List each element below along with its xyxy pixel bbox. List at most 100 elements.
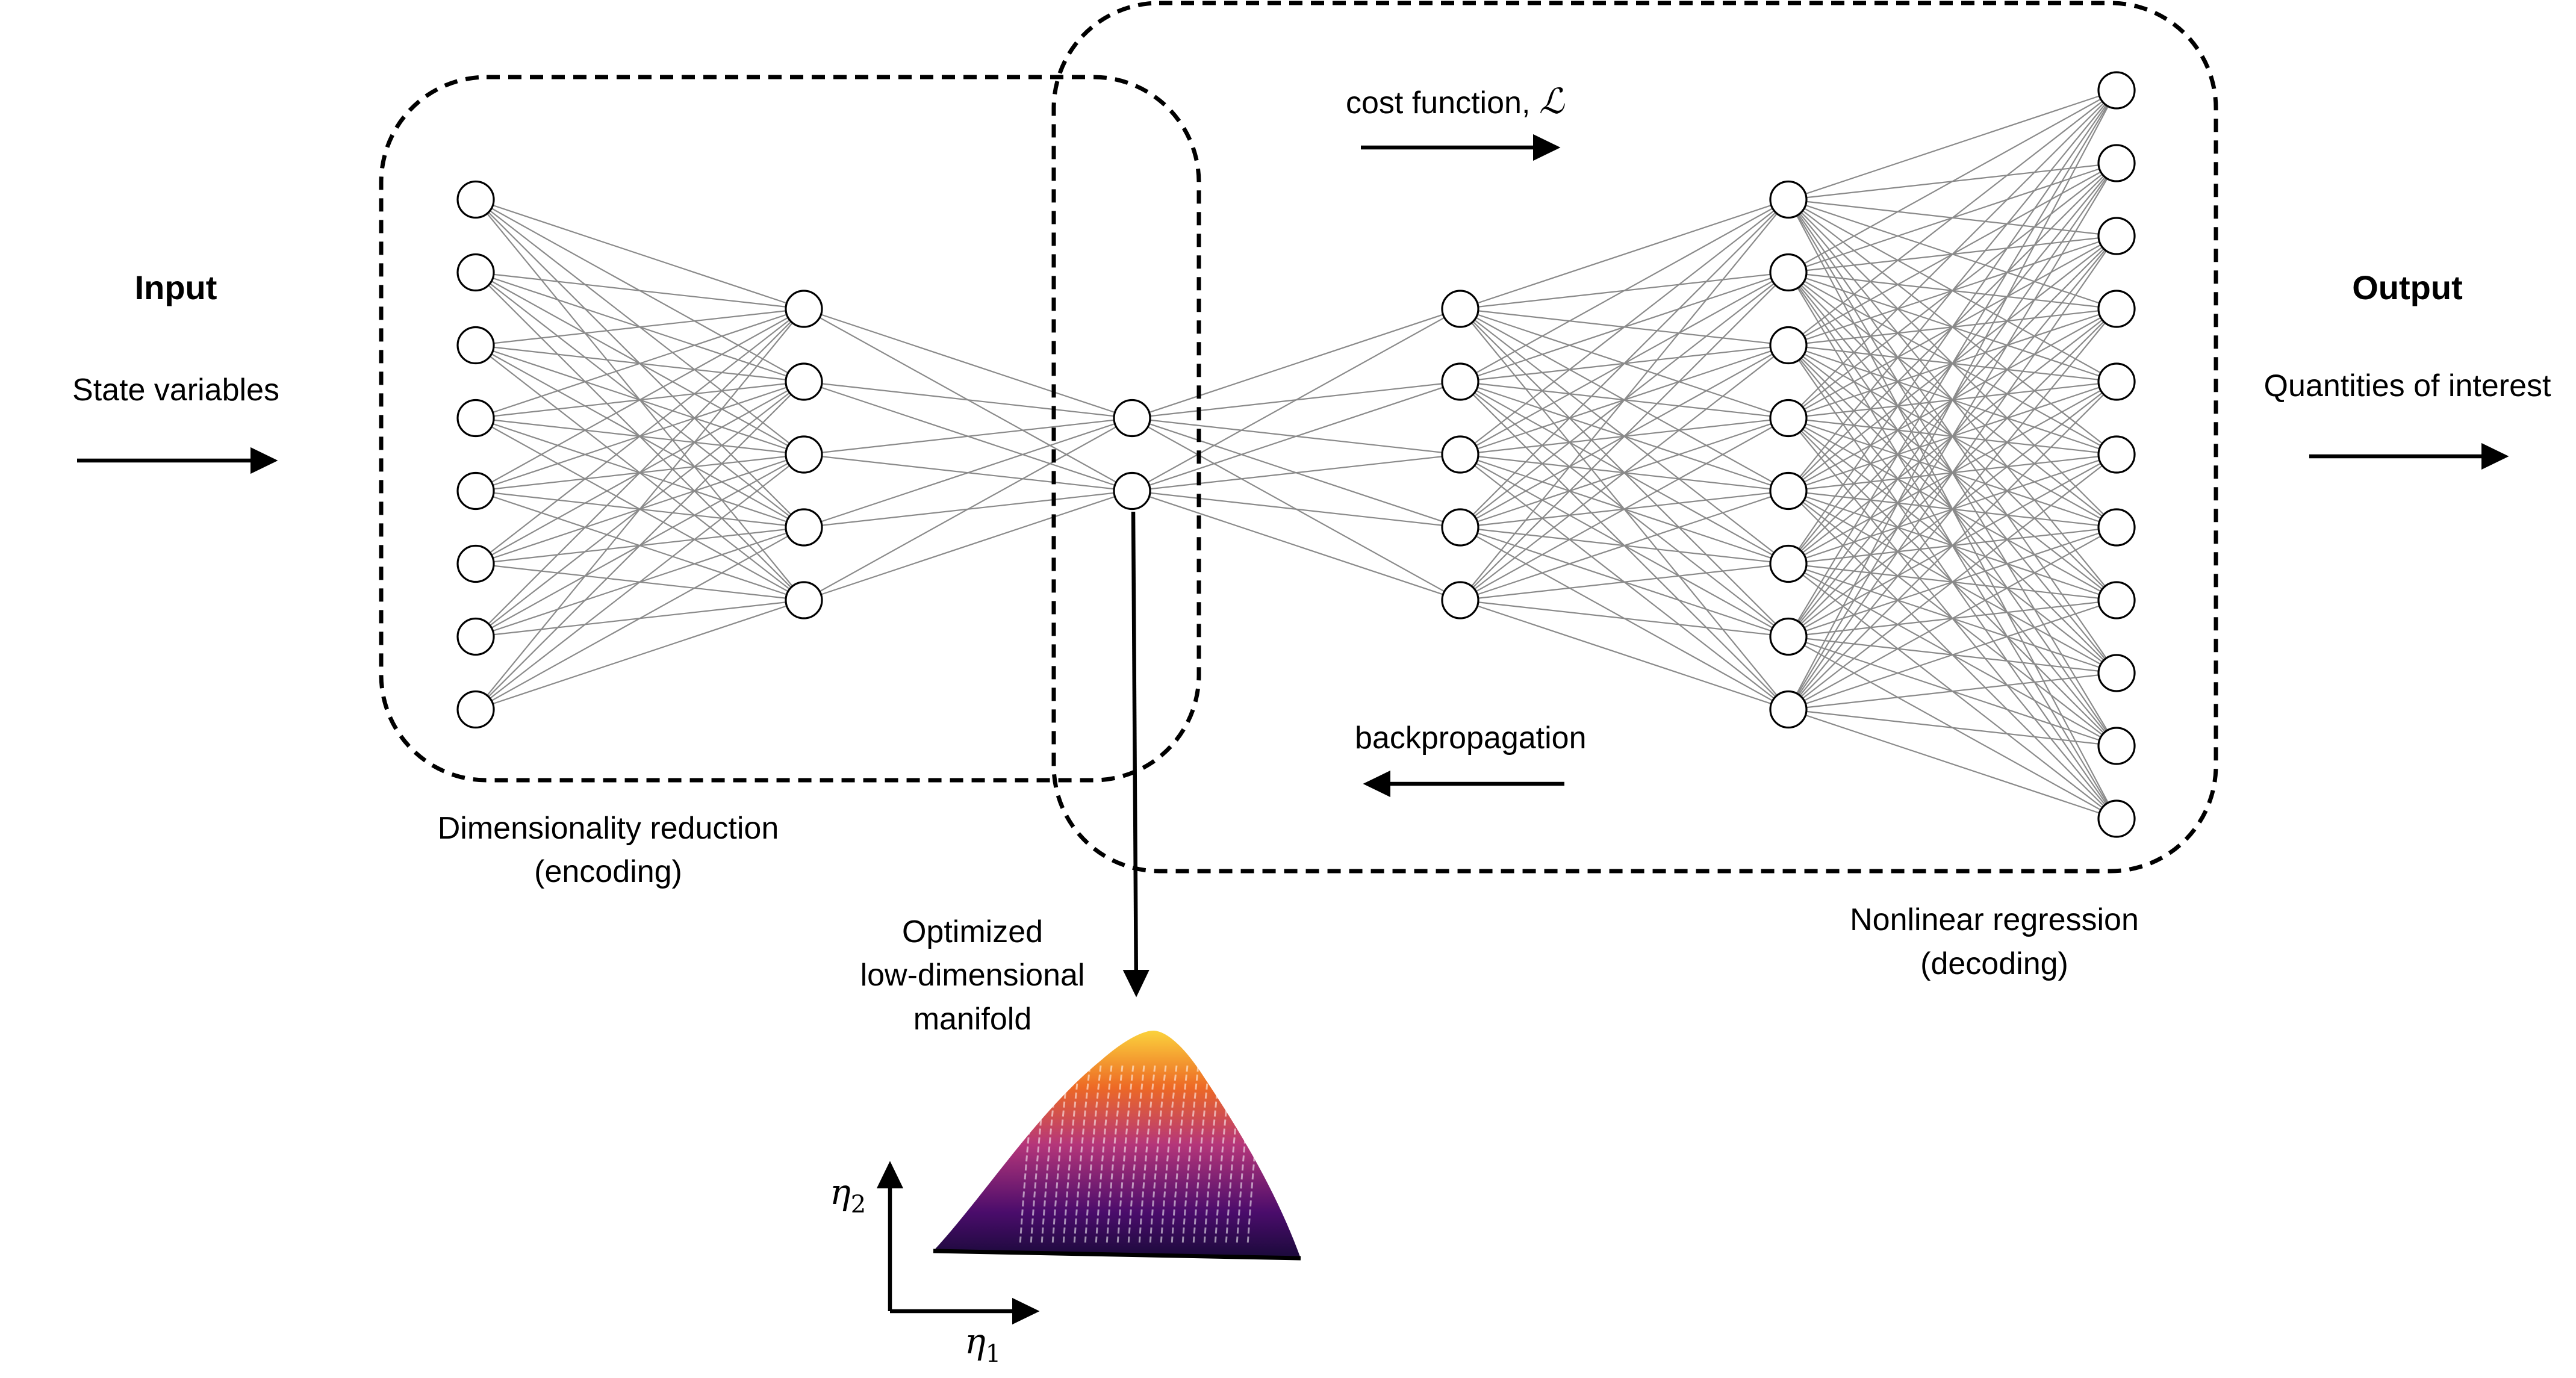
network-edge — [1788, 454, 2117, 710]
network-edge — [475, 381, 804, 710]
manifold-label-line1: Optimized — [902, 914, 1043, 949]
neuron-layer1-node1 — [456, 180, 495, 219]
network-edge — [1788, 90, 2117, 710]
neuron-layer6-node6 — [2097, 435, 2136, 474]
neuron-layer1-node3 — [456, 326, 495, 365]
network-edge — [1460, 199, 1789, 382]
network-edge — [1460, 199, 1789, 455]
network-edge — [1788, 527, 2117, 710]
encoder-box — [379, 75, 1201, 783]
manifold-stripe — [1084, 1065, 1102, 1246]
network-edge — [1460, 199, 1789, 601]
neuron-layer5-node4 — [1769, 399, 1808, 438]
neuron-layer5-node5 — [1769, 471, 1808, 511]
neuron-layer6-node8 — [2097, 581, 2136, 619]
network-edge — [1788, 163, 2117, 710]
neuron-layer1-node6 — [456, 544, 495, 583]
network-edge — [1788, 90, 2117, 273]
network-edge — [1788, 90, 2117, 638]
network-edge — [1788, 235, 2117, 710]
network-edge — [1131, 490, 1461, 601]
network-edge — [1460, 199, 1789, 310]
network-edge — [1788, 709, 2117, 820]
neuron-layer5-node1 — [1769, 180, 1808, 219]
network-edge — [475, 199, 804, 310]
network-edge — [1788, 308, 2117, 710]
network-edge — [1788, 90, 2117, 492]
neuron-layer6-node10 — [2097, 727, 2136, 765]
manifold-stripes — [1019, 1065, 1265, 1246]
network-edge — [1788, 381, 2117, 710]
manifold-stripe — [1073, 1065, 1091, 1246]
encoder-label-line2: (encoding) — [534, 854, 682, 889]
neuron-layer2-node5 — [785, 581, 823, 619]
manifold-stripe — [1149, 1065, 1167, 1246]
manifold-stripe — [1041, 1065, 1059, 1246]
decoder-box — [1051, 1, 2218, 874]
axis-eta2-label: η2 — [830, 1172, 866, 1218]
output-subtitle: Quantities of interest — [2264, 368, 2551, 403]
latent-down-arrow — [1122, 511, 1150, 998]
input-heading: Input — [135, 268, 217, 306]
neuron-layer1-node8 — [456, 690, 495, 729]
neuron-layer4-node4 — [1441, 508, 1479, 547]
network-edge — [475, 308, 804, 565]
manifold-stripe — [1181, 1065, 1199, 1246]
neuron-layer4-node1 — [1441, 290, 1479, 328]
neuron-layer6-node2 — [2097, 144, 2136, 182]
neuron-layer5-node2 — [1769, 253, 1808, 292]
manifold-stripe — [1236, 1065, 1254, 1246]
neuron-layer2-node1 — [785, 290, 823, 328]
network-edge — [1788, 599, 2117, 710]
neuron-layer5-node8 — [1769, 690, 1808, 729]
network-edge — [803, 308, 1133, 419]
network-edge — [475, 308, 804, 638]
network-edge — [803, 417, 1133, 529]
neuron-layer2-node4 — [785, 508, 823, 547]
network-edge — [475, 272, 804, 310]
network-edge — [1788, 89, 2117, 200]
output-heading: Output — [2352, 268, 2462, 306]
neuron-layer1-node5 — [456, 471, 495, 511]
network-edge — [1460, 417, 1789, 601]
neuron-layer2-node2 — [785, 362, 823, 401]
network-edge — [1460, 344, 1789, 601]
neuron-layer6-node4 — [2097, 290, 2136, 328]
manifold-stripe — [1138, 1065, 1156, 1246]
manifold-label-line2: low-dimensional — [860, 958, 1085, 993]
decoder-label-line1: Nonlinear regression — [1850, 902, 2139, 937]
neuron-layer6-node11 — [2097, 799, 2136, 838]
neuron-layer6-node7 — [2097, 508, 2136, 547]
network-edges — [475, 89, 2117, 820]
axis-eta1-label: η1 — [965, 1321, 1001, 1368]
neuron-layer2-node3 — [785, 435, 823, 474]
network-edge — [1788, 672, 2117, 710]
network-edge — [475, 308, 804, 346]
network-edge — [1131, 490, 1461, 529]
neuron-layer4-node5 — [1441, 581, 1479, 619]
neuron-layer4-node3 — [1441, 435, 1479, 474]
manifold-surface — [933, 1031, 1301, 1258]
network-edge — [1131, 308, 1461, 492]
network-edge — [803, 417, 1133, 601]
neuron-layer6-node3 — [2097, 217, 2136, 255]
network-edge — [1131, 308, 1461, 419]
cost-function-label: cost function, ℒ — [1346, 81, 1565, 122]
neuron-layer1-node4 — [456, 399, 495, 438]
network-edge — [1131, 453, 1461, 492]
network-nodes — [456, 71, 2136, 838]
neuron-layer5-node7 — [1769, 617, 1808, 656]
cost-symbol: ℒ — [1539, 81, 1565, 122]
manifold-stripe — [1116, 1065, 1134, 1246]
network-edge — [1788, 709, 2117, 747]
network-edge — [1460, 490, 1789, 601]
neuron-layer6-node5 — [2097, 362, 2136, 401]
network-edge — [1131, 380, 1461, 492]
network-edge — [803, 490, 1133, 601]
manifold-stripe — [1225, 1065, 1243, 1246]
network-edge — [1460, 599, 1789, 638]
neuron-layer5-node6 — [1769, 544, 1808, 583]
manifold-stripe — [1192, 1065, 1210, 1246]
manifold-stripe — [1095, 1065, 1113, 1246]
neuron-layer3-node1 — [1113, 399, 1151, 438]
